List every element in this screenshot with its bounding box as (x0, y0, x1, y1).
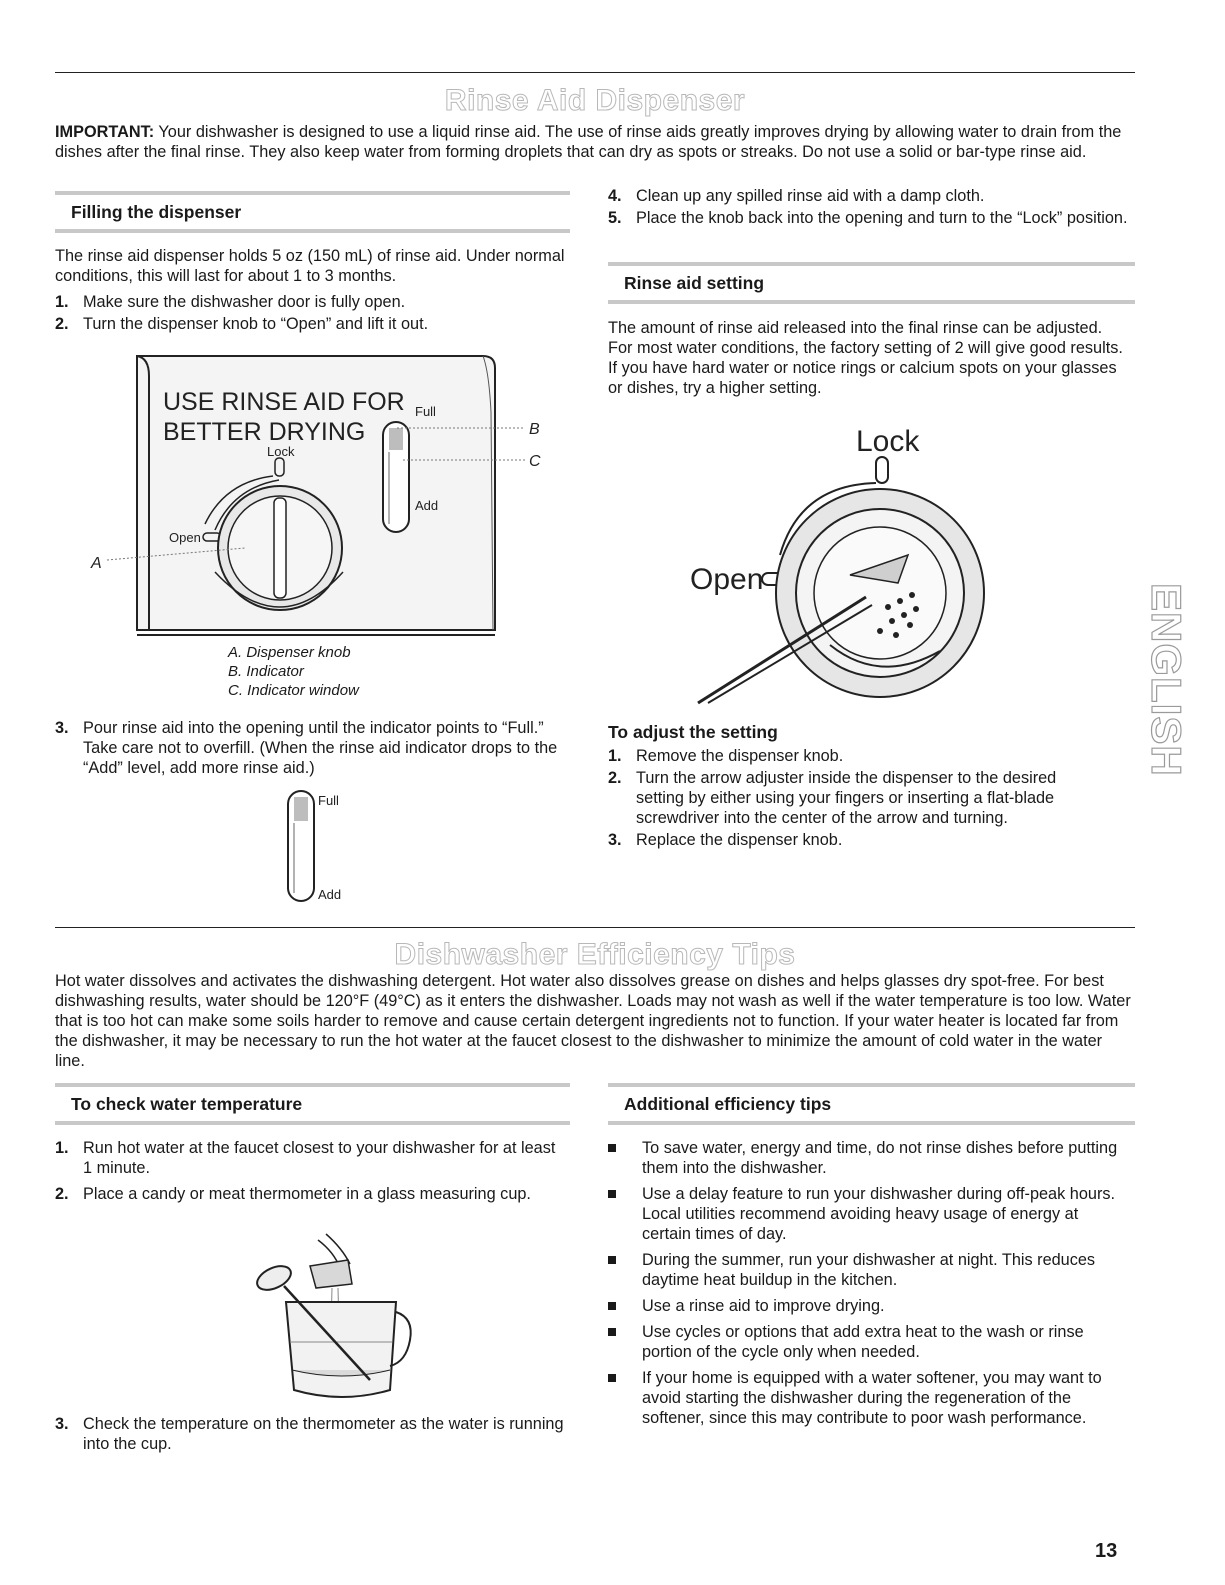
dispenser-illustration: USE RINSE AID FOR BETTER DRYING Lock Ope… (90, 355, 541, 636)
caption-a: A. Dispenser knob (228, 644, 351, 661)
check-steps: 1.Run hot water at the faucet closest to… (55, 1138, 565, 1206)
window-full-label: Full (415, 404, 436, 419)
important-paragraph: IMPORTANT: Your dishwasher is designed t… (55, 122, 1135, 162)
tip-item: Use a delay feature to run your dishwash… (608, 1184, 1118, 1244)
check-step-3: 3.Check the temperature on the thermomet… (55, 1414, 565, 1456)
right-steps: 4.Clean up any spilled rinse aid with a … (608, 186, 1128, 230)
efficiency-intro: Hot water dissolves and activates the di… (55, 972, 1131, 1070)
adjuster-illustration: Lock Open (690, 425, 985, 705)
window-add-label: Add (415, 498, 438, 513)
lock-icon (875, 456, 889, 484)
additional-tips-list: To save water, energy and time, do not r… (608, 1138, 1118, 1434)
tip-item: If your home is equipped with a water so… (608, 1368, 1118, 1428)
subheading-bar-additional: Additional efficiency tips (608, 1083, 1135, 1125)
subheading-bar-filling: Filling the dispenser (55, 191, 570, 233)
filling-step: 2.Turn the dispenser knob to “Open” and … (55, 315, 429, 333)
bullet-icon (608, 1328, 616, 1336)
filling-intro: The rinse aid dispenser holds 5 oz (150 … (55, 247, 565, 285)
figure-captions: A. Dispenser knob B. Indicator C. Indica… (228, 643, 528, 700)
setting-paragraph: The amount of rinse aid released into th… (608, 319, 1123, 397)
thermometer-icon (256, 1265, 292, 1291)
callout-c: C (529, 453, 541, 470)
indicator-illustration: Full Add (287, 790, 341, 902)
right-step: 5.Place the knob back into the opening a… (608, 209, 1128, 227)
check-step: 2.Place a candy or meat thermometer in a… (55, 1185, 531, 1203)
bullet-icon (608, 1374, 616, 1382)
adjuster-lock-label: Lock (856, 425, 920, 458)
panel-text-line2: BETTER DRYING (163, 418, 365, 446)
adjust-step: 2.Turn the arrow adjuster inside the dis… (608, 769, 1057, 827)
tip-item: To save water, energy and time, do not r… (608, 1138, 1118, 1178)
tip-item: Use cycles or options that add extra hea… (608, 1322, 1118, 1362)
lock-icon (274, 457, 285, 477)
right-step: 4.Clean up any spilled rinse aid with a … (608, 187, 985, 205)
filling-step-3: 3.Pour rinse aid into the opening until … (55, 718, 565, 780)
callout-b: B (529, 421, 540, 438)
bullet-icon (608, 1144, 616, 1152)
tip-item: During the summer, run your dishwasher a… (608, 1250, 1118, 1290)
language-tab-text: ENGLISH (1143, 583, 1188, 777)
subheading-check: To check water temperature (71, 1094, 303, 1114)
adjuster-open-label: Open (690, 563, 763, 596)
subheading-bar-check: To check water temperature (55, 1083, 570, 1125)
indicator-full-label: Full (318, 793, 339, 808)
section-title-efficiency: Dishwasher Efficiency Tips (394, 938, 796, 972)
adjust-step: 3.Replace the dispenser knob. (608, 831, 843, 849)
important-label: IMPORTANT: (55, 123, 155, 141)
adjust-step: 1.Remove the dispenser knob. (608, 747, 844, 765)
subheading-setting: Rinse aid setting (624, 273, 765, 293)
middle-rule (55, 927, 1135, 928)
tip-item: Use a rinse aid to improve drying. (608, 1296, 1118, 1316)
section-title-rinse-aid: Rinse Aid Dispenser (444, 84, 746, 118)
check-step: 1.Run hot water at the faucet closest to… (55, 1139, 556, 1177)
caption-b: B. Indicator (228, 663, 304, 680)
filling-step: 1.Make sure the dishwasher door is fully… (55, 293, 406, 311)
top-rule (55, 72, 1135, 73)
panel-lock-label: Lock (267, 444, 295, 459)
check-step: 3.Check the temperature on the thermomet… (55, 1415, 564, 1453)
bullet-icon (608, 1302, 616, 1310)
faucet (309, 1259, 353, 1289)
subheading-bar-setting: Rinse aid setting (608, 262, 1135, 304)
language-tab: ENGLISH (1142, 583, 1188, 777)
bullet-icon (608, 1256, 616, 1264)
subheading-additional: Additional efficiency tips (624, 1094, 832, 1114)
panel-text-line1: USE RINSE AID FOR (163, 388, 405, 416)
important-text: Your dishwasher is designed to use a liq… (55, 123, 1122, 161)
caption-c: C. Indicator window (228, 682, 359, 699)
filling-step: 3.Pour rinse aid into the opening until … (55, 719, 558, 777)
panel-open-label: Open (169, 530, 201, 545)
subheading-filling: Filling the dispenser (71, 202, 242, 222)
indicator (389, 428, 403, 450)
subheading-adjust: To adjust the setting (608, 722, 778, 742)
page-number: 13 (1095, 1540, 1118, 1562)
indicator-add-label: Add (318, 887, 341, 902)
filling-steps: 1.Make sure the dishwasher door is fully… (55, 292, 565, 336)
callout-a: A (90, 555, 102, 572)
bullet-icon (608, 1190, 616, 1198)
adjust-steps: 1.Remove the dispenser knob. 2.Turn the … (608, 746, 1108, 852)
measuring-cup-illustration (256, 1233, 412, 1398)
